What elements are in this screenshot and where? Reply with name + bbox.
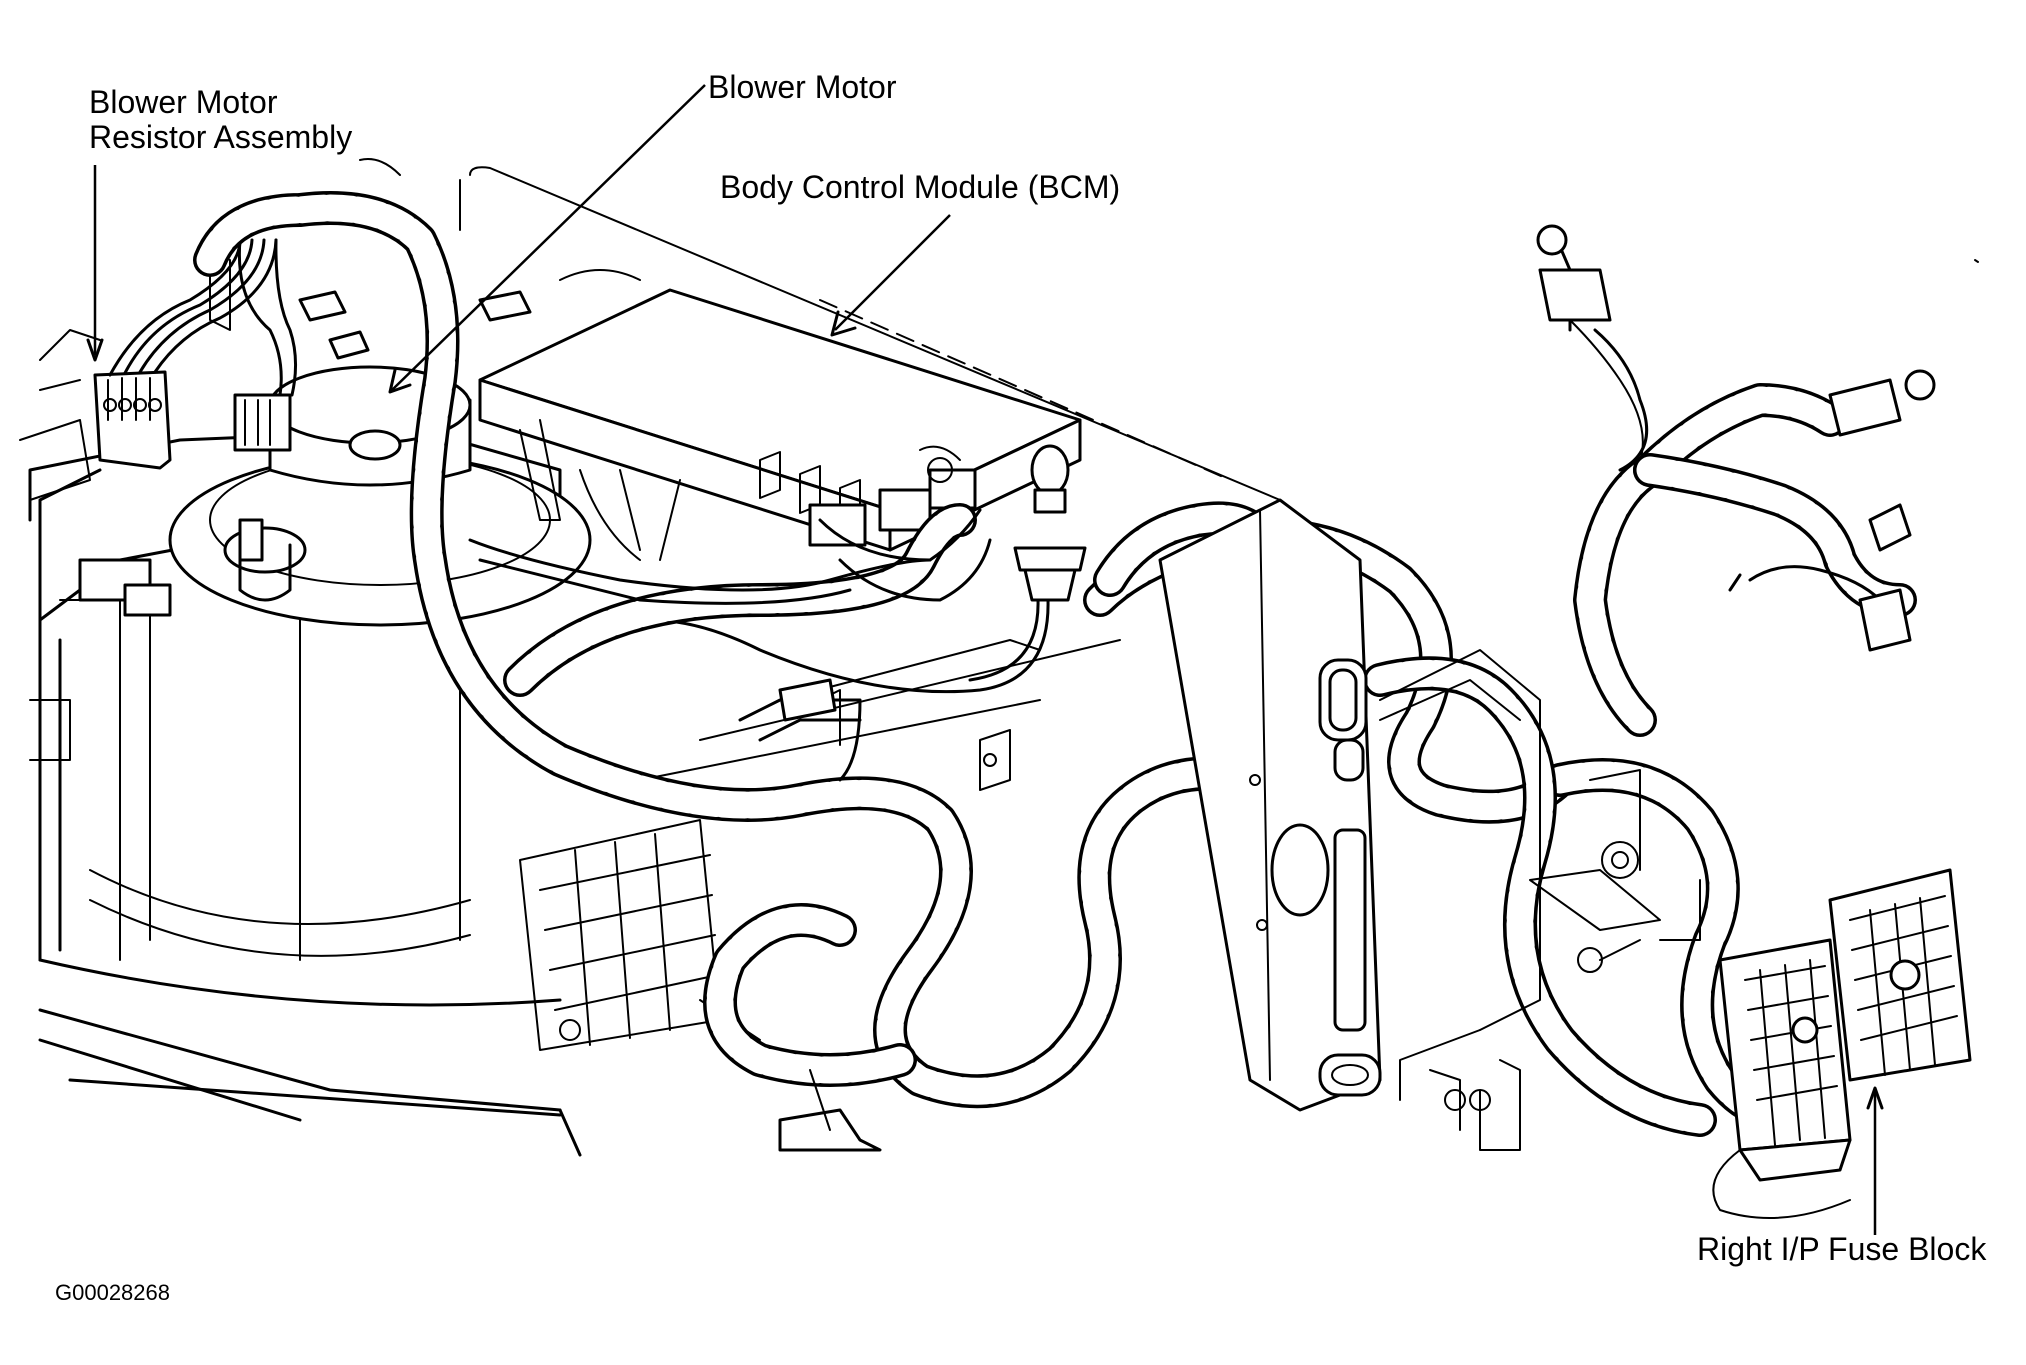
figure-code: G00028268 [55, 1280, 170, 1305]
label-bcm: Body Control Module (BCM) [720, 169, 1121, 205]
leader-bcm [834, 214, 951, 331]
panel-outline [359, 158, 1281, 1041]
fuse-block [1712, 868, 1972, 1219]
arrowhead-resistor [86, 338, 104, 362]
leader-lines [86, 84, 1884, 1235]
arrowhead-fuse-block [1866, 1086, 1884, 1110]
label-blower-motor: Blower Motor [708, 69, 897, 105]
right-harness [1536, 224, 1979, 737]
arrowhead-bcm [830, 310, 857, 337]
mounting-bracket [778, 498, 1701, 1152]
label-resistor-line2: Resistor Assembly [89, 119, 353, 155]
blower-motor-assembly [168, 249, 592, 627]
label-fuse-block: Right I/P Fuse Block [1697, 1231, 1987, 1267]
label-resistor-line1: Blower Motor [89, 84, 278, 120]
resistor-connector [19, 238, 298, 617]
leader-blower-motor [391, 84, 706, 391]
arrowhead-blower-motor [388, 368, 412, 394]
branch-wires [468, 508, 992, 782]
label-resistor-assembly: Blower Motor Resistor Assembly [89, 85, 352, 155]
bulb-socket [648, 444, 1087, 694]
